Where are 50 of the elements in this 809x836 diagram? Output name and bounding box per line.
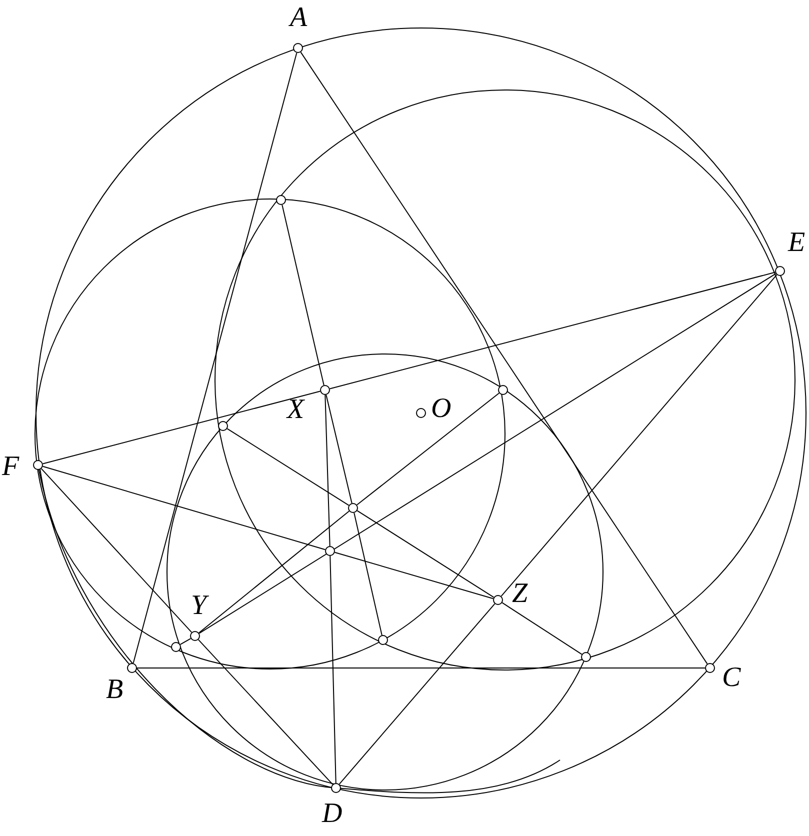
point-label: C: [722, 664, 741, 692]
point-marker: [171, 642, 181, 652]
line-segment: [40, 468, 192, 633]
line-segment: [354, 512, 382, 636]
point-label: B: [106, 676, 124, 704]
point-marker: [127, 663, 137, 673]
point-marker: [331, 783, 341, 793]
point-marker: [705, 663, 715, 673]
line-segment: [502, 602, 582, 655]
point-label: E: [788, 229, 806, 257]
line-segment: [300, 52, 708, 664]
point-label: Z: [512, 580, 528, 608]
line-segment: [500, 274, 778, 597]
line-segment: [42, 466, 326, 550]
point-marker: [378, 635, 388, 645]
point-marker: [493, 595, 503, 605]
line-segment: [356, 392, 500, 506]
line-segment: [198, 273, 776, 634]
point-marker: [33, 460, 43, 470]
line-segment: [198, 639, 334, 785]
point-marker: [348, 503, 358, 513]
line-segment: [226, 428, 350, 506]
point-marker: [190, 631, 200, 641]
point-label: F: [2, 453, 20, 481]
point-label: D: [322, 800, 342, 828]
line-segment: [330, 556, 336, 784]
line-segment: [334, 552, 494, 600]
line-segment: [326, 394, 352, 504]
point-marker: [498, 385, 508, 395]
point-marker: [775, 266, 785, 276]
point-marker: [276, 195, 286, 205]
point-label: A: [290, 4, 308, 32]
point-label: O: [431, 395, 452, 423]
line-segment: [356, 510, 494, 598]
line-segment: [42, 390, 321, 464]
point-marker: [218, 421, 228, 431]
line-segment: [338, 603, 496, 785]
line-segment: [329, 272, 776, 390]
point-marker: [320, 385, 330, 395]
line-segment: [180, 638, 192, 645]
point-marker: [325, 546, 335, 556]
point-label: Y: [191, 592, 207, 620]
point-label: X: [287, 396, 304, 424]
line-segment: [198, 510, 350, 634]
point-marker: [581, 652, 591, 662]
line-segment: [324, 394, 330, 546]
line-segment: [132, 52, 298, 664]
point-marker: [416, 408, 426, 418]
line-segment: [282, 204, 324, 386]
point-marker: [293, 43, 303, 53]
